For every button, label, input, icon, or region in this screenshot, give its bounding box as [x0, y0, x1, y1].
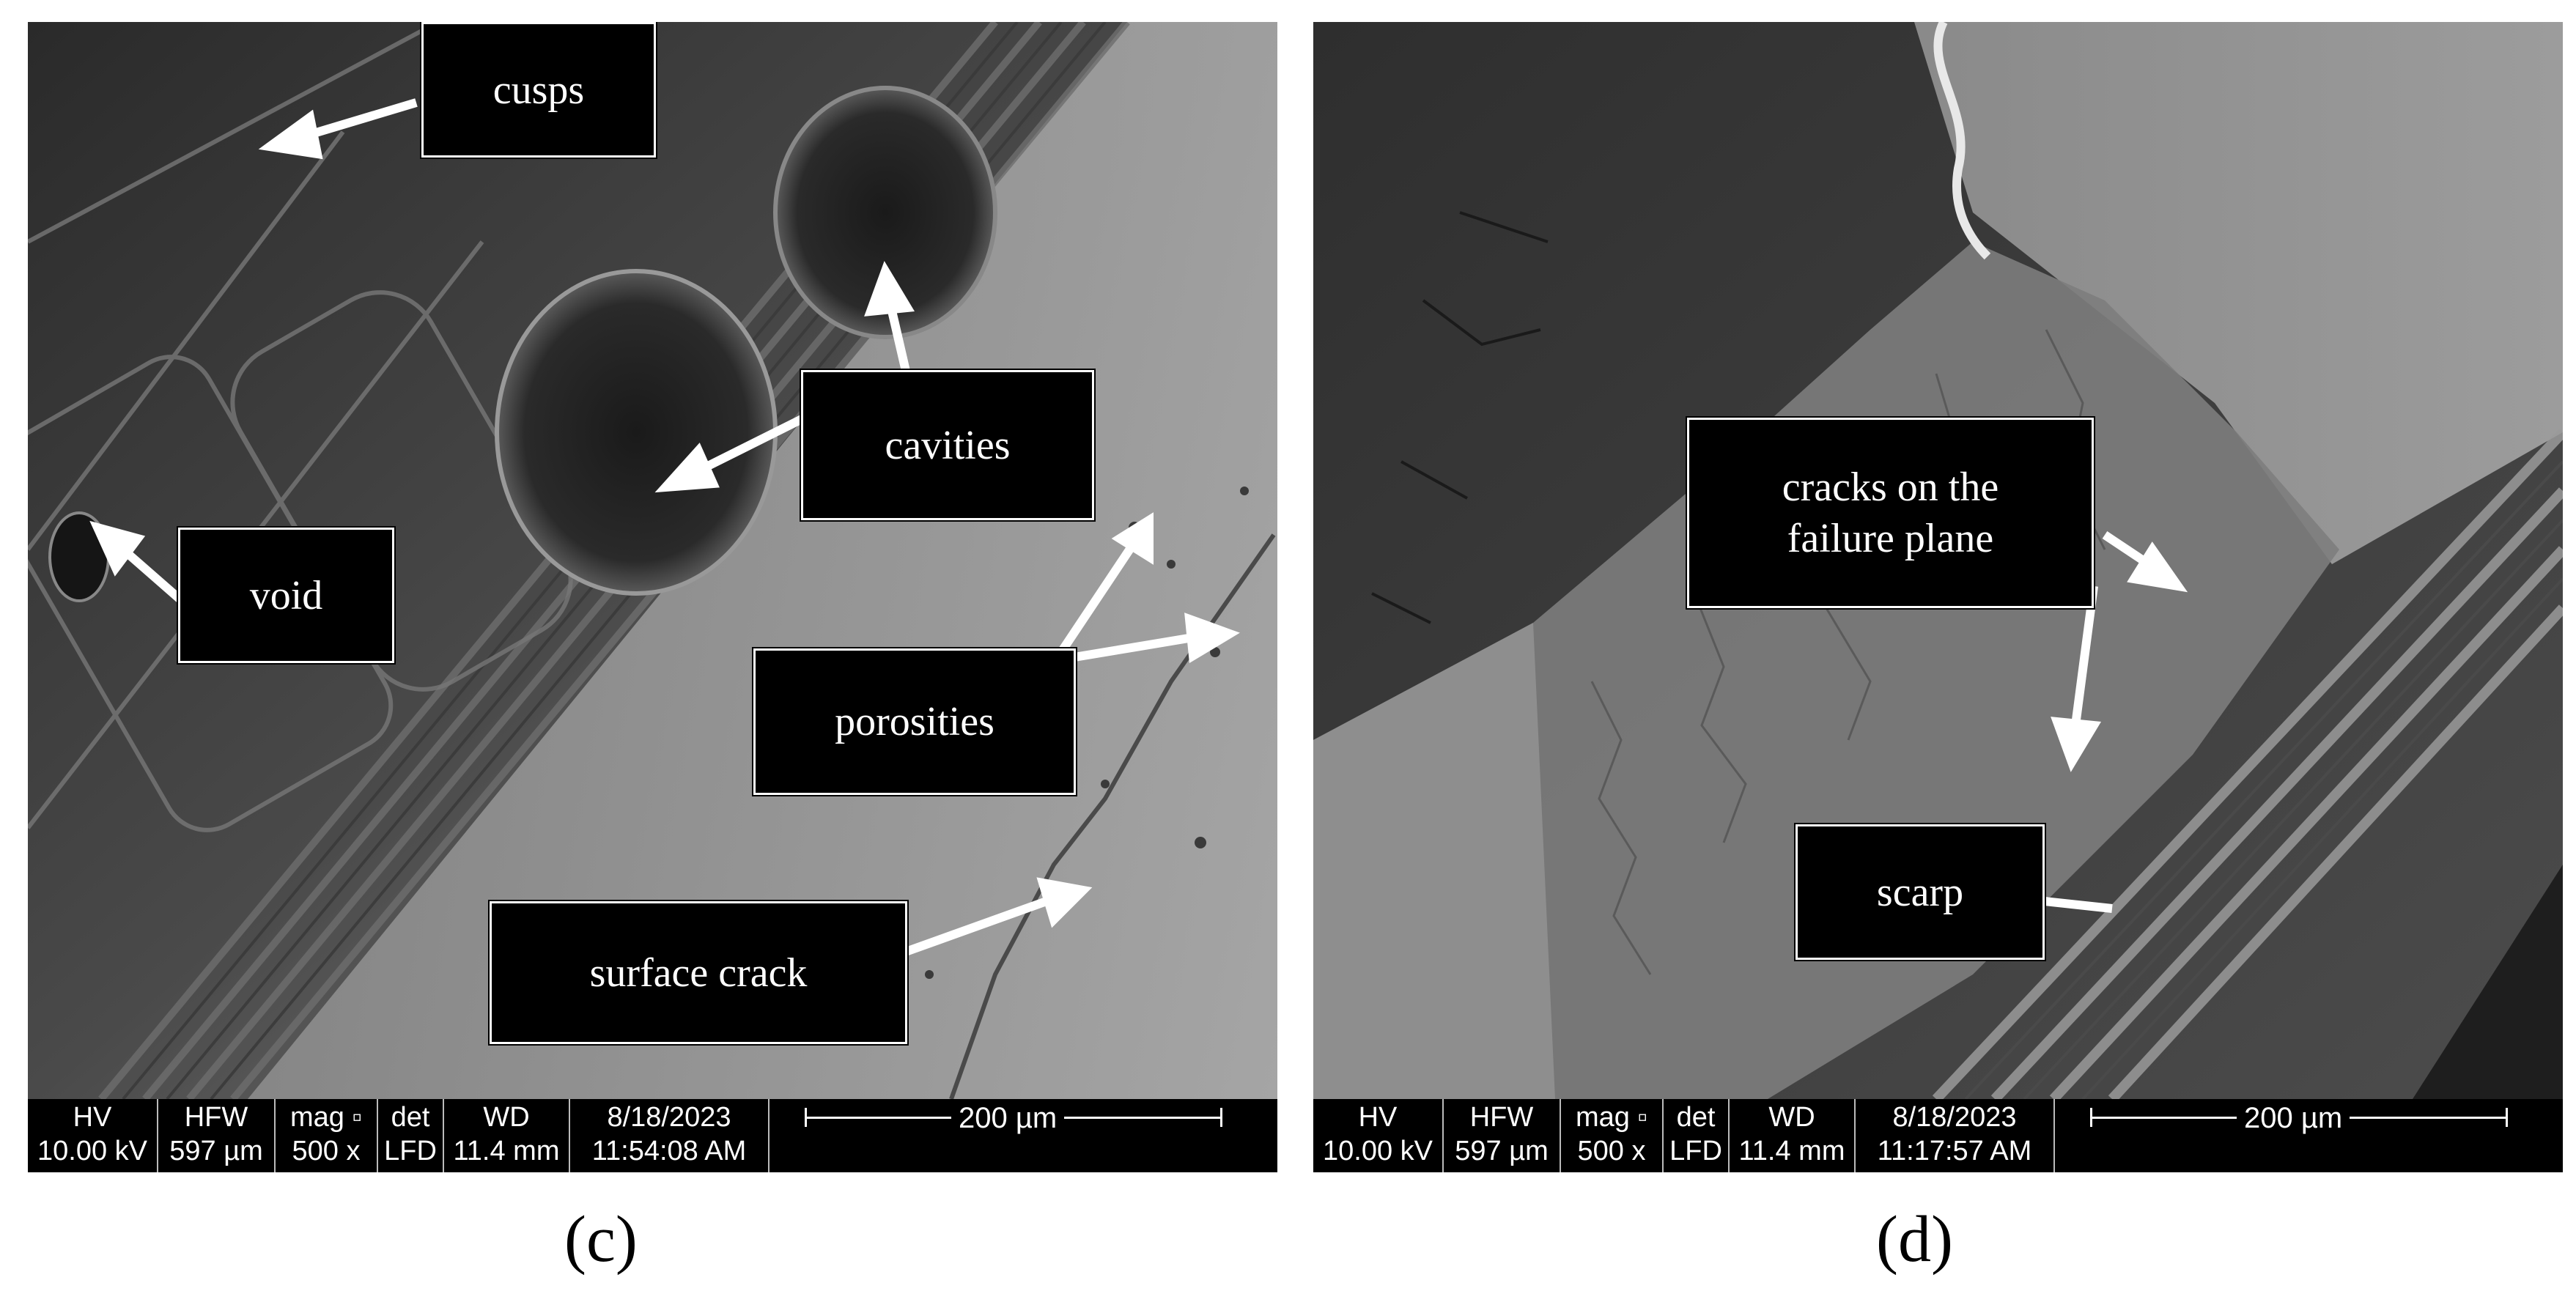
wd-label: WD	[1768, 1102, 1815, 1133]
db-wd: WD 11.4 mm	[1730, 1099, 1856, 1172]
panel-label-d: (d)	[1876, 1203, 1953, 1276]
callout-porosities: porosities	[752, 647, 1077, 796]
det-value: LFD	[384, 1136, 437, 1166]
callout-cavities: cavities	[800, 369, 1096, 522]
callout-cracks-failure-plane: cracks on the failure plane	[1686, 416, 2095, 610]
db-hfw: HFW 597 µm	[158, 1099, 276, 1172]
db-wd: WD 11.4 mm	[444, 1099, 570, 1172]
mag-label: mag ▫	[1576, 1102, 1647, 1133]
scale-label: 200 µm	[2237, 1102, 2350, 1135]
callout-scarp: scarp	[1794, 823, 2046, 961]
det-label: det	[391, 1102, 430, 1133]
db-det: det LFD	[1664, 1099, 1730, 1172]
scale-bar-d: 200 µm	[2068, 1099, 2552, 1136]
callout-surface-crack: surface crack	[488, 900, 909, 1046]
sem-image-d: cracks on the failure plane scarp	[1313, 22, 2563, 1099]
hfw-value: 597 µm	[169, 1136, 263, 1166]
sem-databar-c: HV 10.00 kV HFW 597 µm mag ▫ 500 x det L…	[28, 1099, 1277, 1172]
sem-databar-d: HV 10.00 kV HFW 597 µm mag ▫ 500 x det L…	[1313, 1099, 2563, 1172]
hv-value: 10.00 kV	[37, 1136, 147, 1166]
scale-label: 200 µm	[951, 1102, 1065, 1135]
sem-micrograph-c	[28, 22, 1277, 1099]
hv-value: 10.00 kV	[1323, 1136, 1433, 1166]
wd-value: 11.4 mm	[453, 1136, 560, 1166]
db-mag: mag ▫ 500 x	[276, 1099, 378, 1172]
mag-value: 500 x	[292, 1136, 361, 1166]
callout-void: void	[177, 526, 396, 665]
det-label: det	[1676, 1102, 1716, 1133]
hfw-label: HFW	[184, 1102, 248, 1133]
mag-label: mag ▫	[290, 1102, 362, 1133]
det-value: LFD	[1669, 1136, 1722, 1166]
sem-image-c: cusps cavities void porosities surface c…	[28, 22, 1277, 1099]
db-mag: mag ▫ 500 x	[1561, 1099, 1664, 1172]
db-hv: HV 10.00 kV	[1313, 1099, 1444, 1172]
hfw-value: 597 µm	[1455, 1136, 1549, 1166]
db-datetime: 8/18/2023 11:17:57 AM	[1856, 1099, 2055, 1172]
db-hv: HV 10.00 kV	[28, 1099, 158, 1172]
sem-panel-c: cusps cavities void porosities surface c…	[28, 22, 1277, 1276]
callout-cusps: cusps	[420, 22, 657, 159]
db-hfw: HFW 597 µm	[1444, 1099, 1561, 1172]
time-value: 11:17:57 AM	[1877, 1136, 2032, 1166]
hfw-label: HFW	[1469, 1102, 1534, 1133]
mag-value: 500 x	[1577, 1136, 1646, 1166]
wd-label: WD	[483, 1102, 530, 1133]
date-value: 8/18/2023	[1892, 1102, 2017, 1133]
hv-label: HV	[1358, 1102, 1398, 1133]
db-det: det LFD	[378, 1099, 444, 1172]
sem-panel-d: cracks on the failure plane scarp HV 10.…	[1313, 22, 2563, 1276]
date-value: 8/18/2023	[607, 1102, 731, 1133]
wd-value: 11.4 mm	[1738, 1136, 1845, 1166]
panel-label-c: (c)	[564, 1203, 638, 1276]
hv-label: HV	[73, 1102, 112, 1133]
scale-bar-c: 200 µm	[783, 1099, 1266, 1136]
time-value: 11:54:08 AM	[591, 1136, 747, 1166]
db-datetime: 8/18/2023 11:54:08 AM	[570, 1099, 770, 1172]
